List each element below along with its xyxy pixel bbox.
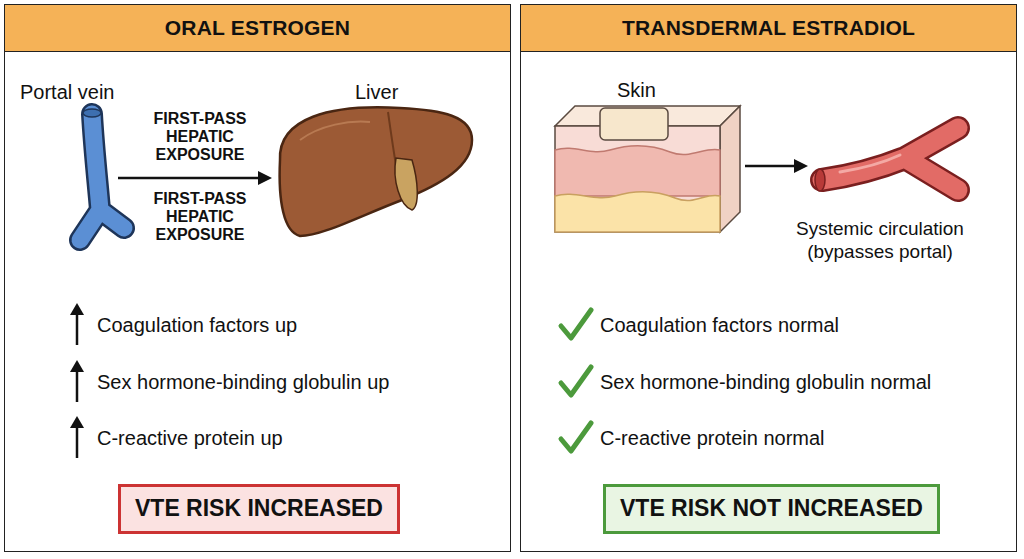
verdict-text: VTE RISK INCREASED xyxy=(135,495,383,522)
organ-label: Liver xyxy=(355,80,398,104)
skin-block xyxy=(555,106,740,232)
flow-arrow xyxy=(118,171,272,185)
liver xyxy=(280,107,472,236)
effect-item: Coagulation factors normal xyxy=(600,313,839,337)
effect-item: Sex hormone-binding globulin up xyxy=(97,370,389,394)
panel-heading: TRANSDERMAL ESTRADIOL xyxy=(521,5,1016,52)
panel-heading: ORAL ESTROGEN xyxy=(5,5,510,52)
skin-label: Skin xyxy=(617,78,656,102)
effect-item: Coagulation factors up xyxy=(97,313,297,337)
circulation-label: Systemic circulation (bypasses portal) xyxy=(770,218,990,264)
flow-arrow xyxy=(745,159,808,173)
check-marks xyxy=(561,310,591,451)
verdict-box: VTE RISK NOT INCREASED xyxy=(603,484,940,534)
arrow-label: FIRST-PASS HEPATIC EXPOSURE xyxy=(134,190,266,244)
portal-vein xyxy=(80,109,124,240)
effect-item: C-reactive protein normal xyxy=(600,426,825,450)
panel: TRANSDERMAL ESTRADIOL VTE RISK NOT INCREA… xyxy=(520,4,1017,552)
blood-vessel xyxy=(815,128,958,191)
arrow-label: FIRST-PASS HEPATIC EXPOSURE xyxy=(134,110,266,164)
verdict-text: VTE RISK NOT INCREASED xyxy=(620,495,923,522)
vein-label: Portal vein xyxy=(20,80,115,104)
effect-item: Sex hormone-binding globulin normal xyxy=(600,370,931,394)
up-arrows xyxy=(70,303,84,458)
verdict-box: VTE RISK INCREASED xyxy=(118,484,400,534)
effect-item: C-reactive protein up xyxy=(97,426,283,450)
